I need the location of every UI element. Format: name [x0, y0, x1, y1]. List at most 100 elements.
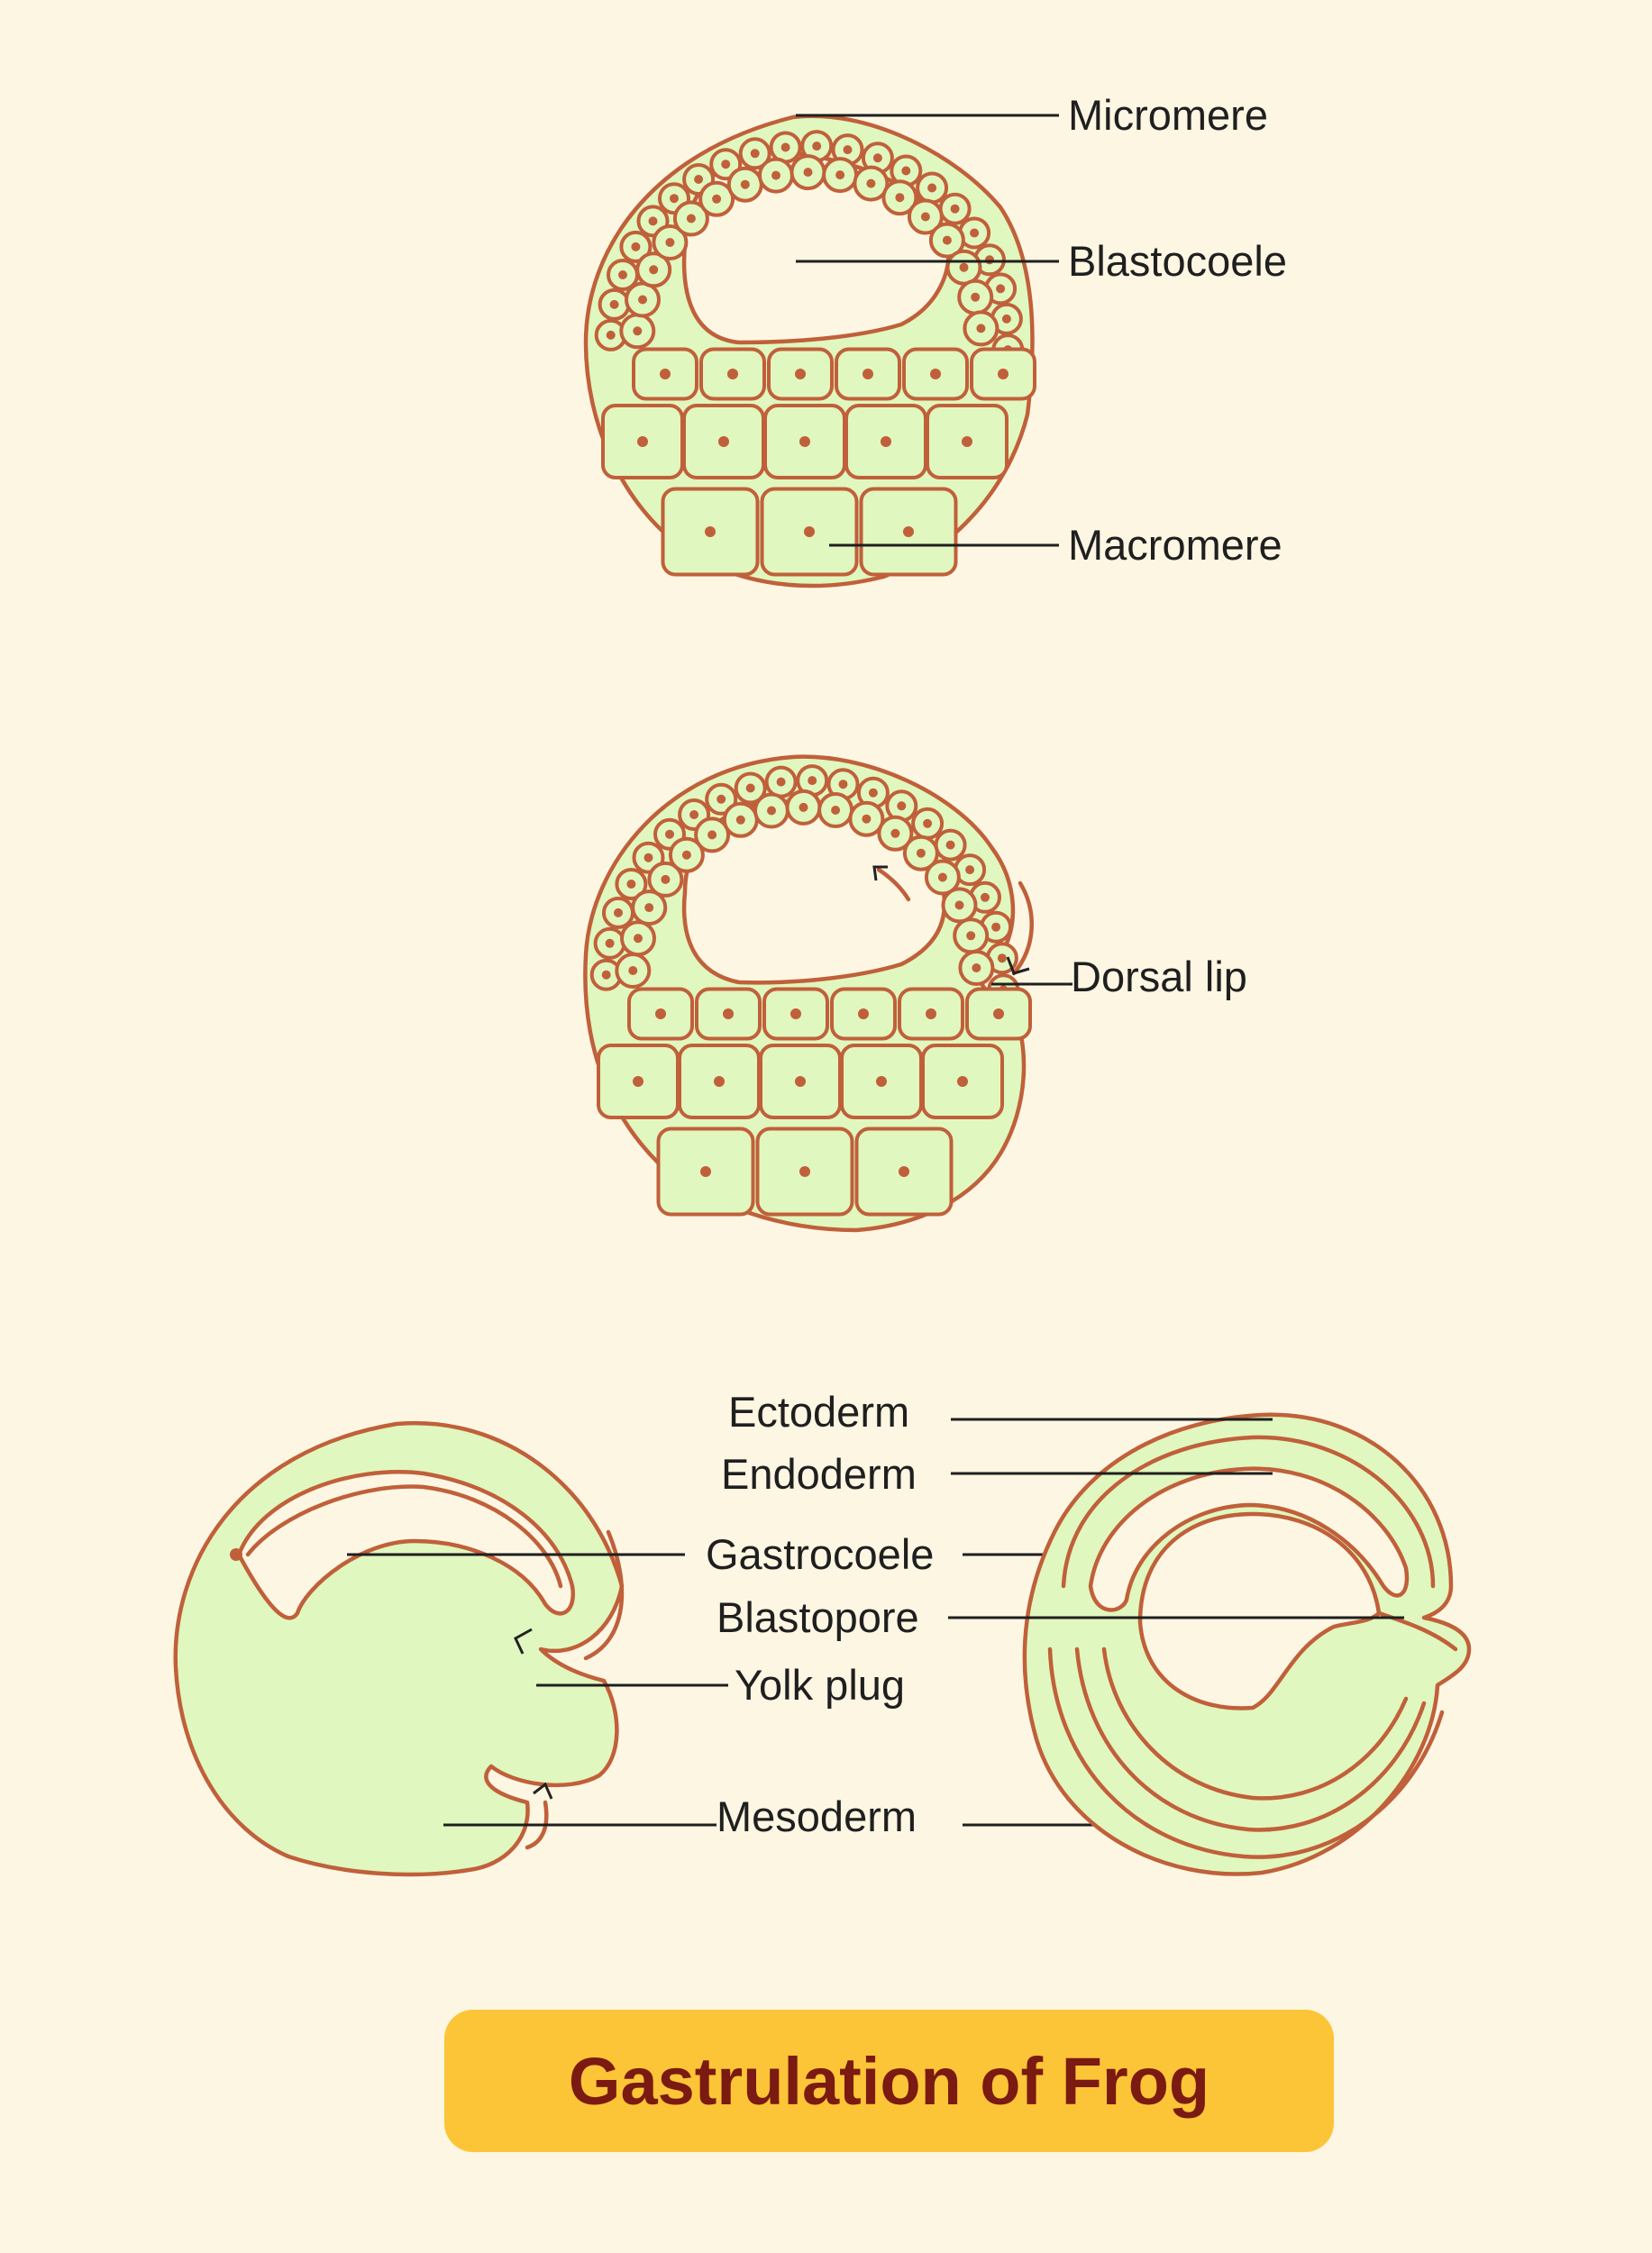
inner-movement-curve [876, 867, 911, 902]
cell-nucleus [950, 204, 960, 214]
cell-nucleus [916, 848, 926, 858]
cell-nucleus [727, 369, 738, 379]
cell-nucleus [740, 179, 750, 189]
endoderm-label: Endoderm [721, 1450, 917, 1498]
cell-nucleus [927, 183, 937, 193]
cell-nucleus [923, 818, 933, 828]
cell-nucleus [937, 872, 947, 882]
cell-nucleus [930, 369, 941, 379]
early-gastrula-stage [583, 754, 1034, 1233]
cell-nucleus [881, 436, 891, 447]
late-gastrula-right [1022, 1412, 1472, 1876]
cell-nucleus [942, 235, 952, 245]
cell-nucleus [890, 828, 900, 838]
cell-nucleus [665, 238, 675, 247]
endoderm-fold [245, 1484, 563, 1589]
endoderm-layer [1061, 1435, 1436, 1589]
cell-nucleus [835, 170, 845, 180]
cell-nucleus [858, 1008, 869, 1019]
cell-nucleus [767, 806, 776, 816]
cell-nucleus [707, 830, 717, 840]
cell-nucleus [644, 903, 654, 913]
blastula-stage [583, 114, 1036, 588]
cell-nucleus [665, 829, 674, 839]
cell-nucleus [985, 255, 994, 265]
cell-nucleus [655, 1008, 666, 1019]
ectoderm-label: Ectoderm [728, 1388, 909, 1436]
cell-nucleus [633, 326, 643, 336]
cell-nucleus [895, 193, 905, 203]
cell-nucleus [771, 170, 780, 180]
cell-nucleus [712, 194, 722, 204]
inner-arrow [872, 865, 888, 881]
cell-nucleus [866, 178, 876, 188]
cell-nucleus [637, 436, 648, 447]
cell-nucleus [686, 214, 696, 223]
cell-nucleus [605, 938, 615, 948]
cell-nucleus [998, 369, 1009, 379]
cell-nucleus [614, 908, 623, 917]
cell-nucleus [714, 1076, 725, 1087]
yolk-plug-label: Yolk plug [735, 1661, 905, 1709]
dorsal-lip-fold [583, 1529, 625, 1661]
cell-nucleus [966, 931, 976, 941]
blastopore-marker [230, 1548, 242, 1561]
cell-nucleus [863, 369, 873, 379]
cell-nucleus [876, 1076, 887, 1087]
cell-nucleus [618, 270, 627, 279]
macromere-label: Macromere [1068, 521, 1282, 569]
cell-nucleus [628, 966, 638, 975]
cell-nucleus [957, 1076, 968, 1087]
micromere-label-group: Micromere [796, 91, 1268, 139]
mesoderm-layer-inner [1101, 1646, 1409, 1801]
cell-nucleus [997, 953, 1007, 963]
cell-nucleus [643, 853, 653, 862]
cell-nucleus [799, 1166, 810, 1177]
cell-nucleus [661, 874, 671, 884]
cell-nucleus [954, 900, 964, 910]
diagram-title: Gastrulation of Frog [568, 2043, 1210, 2119]
gastrocoele-inner-band [1088, 1466, 1410, 1612]
cell-nucleus [899, 1166, 909, 1177]
mesoderm-label: Mesoderm [716, 1792, 917, 1840]
cell-nucleus [694, 175, 704, 184]
cell-nucleus [799, 436, 810, 447]
lower-involution-arrow [533, 1782, 553, 1800]
dorsal-lip-label: Dorsal lip [1071, 953, 1247, 1000]
cell-nucleus [626, 880, 636, 889]
cell-nucleus [872, 153, 882, 163]
cell-nucleus [901, 166, 911, 176]
cell-nucleus [862, 814, 872, 824]
cell-nucleus [721, 160, 731, 169]
cell-nucleus [981, 892, 990, 902]
cell-nucleus [716, 794, 726, 804]
cell-nucleus [926, 1008, 936, 1019]
dorsal-lip-arrow [1006, 956, 1030, 975]
mesoderm-fold [525, 1800, 549, 1850]
cell-nucleus [959, 262, 969, 272]
cell-nucleus [799, 802, 808, 812]
cell-nucleus [838, 780, 848, 789]
cell-nucleus [920, 212, 930, 222]
cell-nucleus [803, 168, 813, 178]
cell-nucleus [670, 194, 679, 204]
micromere-label: Micromere [1068, 91, 1268, 139]
blastocoele-remnant [1137, 1511, 1382, 1710]
cell-nucleus [718, 436, 729, 447]
cell-nucleus [976, 324, 986, 333]
cell-nucleus [971, 292, 981, 302]
cell-nucleus [780, 142, 790, 152]
blastopore-label-group: Blastopore [716, 1593, 1404, 1641]
blastopore-label: Blastopore [716, 1593, 919, 1641]
cell-nucleus [804, 526, 815, 537]
cell-nucleus [745, 783, 755, 793]
upper-involution-arrow [514, 1628, 533, 1655]
cell-nucleus [681, 850, 691, 860]
cell-nucleus [750, 149, 760, 159]
cell-nucleus [660, 369, 671, 379]
cell-nucleus [790, 1008, 801, 1019]
cell-nucleus [723, 1008, 734, 1019]
cell-nucleus [633, 1076, 643, 1087]
cell-nucleus [993, 1008, 1004, 1019]
cell-nucleus [831, 806, 841, 815]
